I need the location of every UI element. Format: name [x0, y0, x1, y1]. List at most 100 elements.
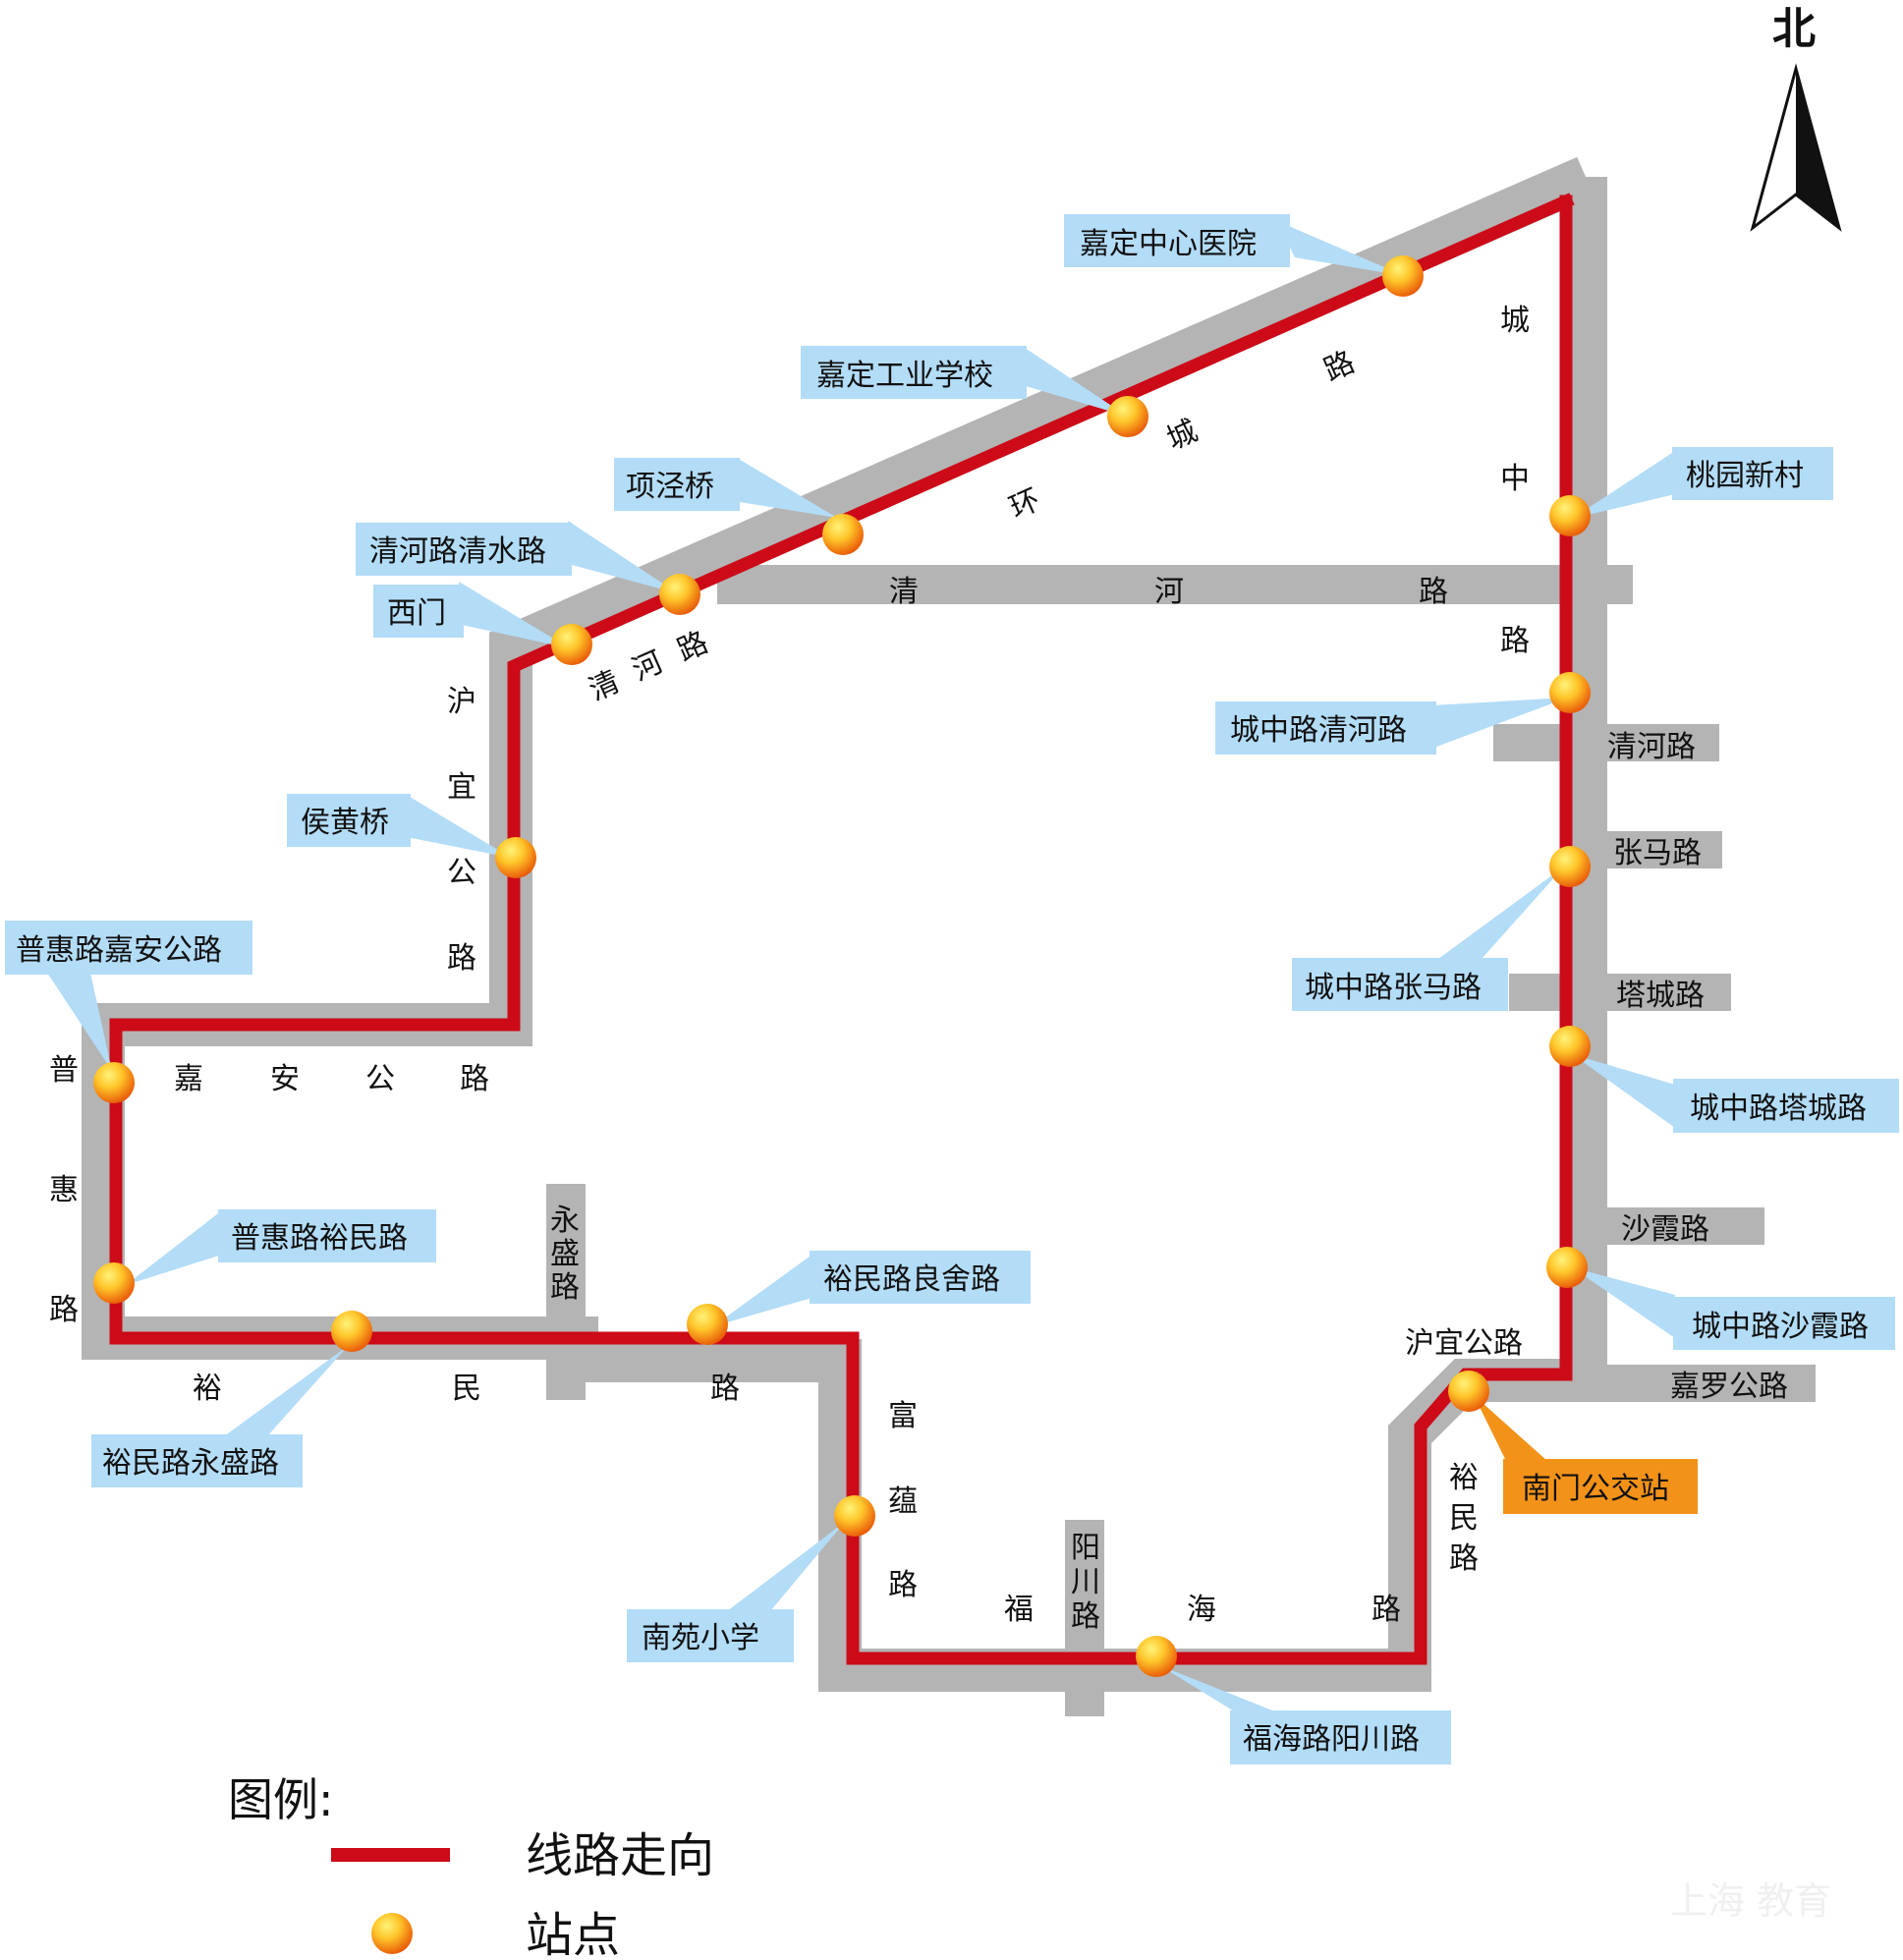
station-label-xiangjingqiao: 项泾桥 — [626, 470, 714, 504]
road-label-char: 中 — [1500, 462, 1530, 496]
road-label-char: 路 — [447, 941, 476, 976]
road-yongshenglu — [546, 1184, 586, 1400]
station-label-ximen: 西门 — [387, 596, 446, 631]
north-arrow-half — [1796, 69, 1839, 228]
station-dot — [1549, 846, 1591, 887]
station-label-box — [1673, 1297, 1895, 1350]
legend-route-label: 线路走向 — [526, 1828, 714, 1883]
legend-stop-label: 站点 — [526, 1908, 620, 1960]
road-label-char: 盛 — [550, 1237, 580, 1271]
station-dot — [495, 837, 536, 878]
station-label-box — [810, 1251, 1031, 1304]
road-label-jialuogonglu: 嘉罗公路 — [1670, 1370, 1788, 1404]
road-label-char: 川 — [1071, 1565, 1100, 1599]
station-label-nanmen-bus-terminal: 南门公交站 — [1522, 1472, 1669, 1506]
callout-tail — [459, 582, 570, 648]
station-label-box — [1673, 1079, 1899, 1133]
station-dot — [1107, 396, 1148, 437]
watermark: 上海 教育 — [1670, 1879, 1831, 1923]
callout-tail — [1438, 867, 1564, 959]
callout-tail — [1572, 1054, 1675, 1128]
station-label-box — [356, 523, 572, 576]
road-label-char: 清 — [889, 575, 919, 609]
road-label-char: 蕴 — [888, 1484, 918, 1519]
road-label-huyigonglu: 沪宜公路 — [1405, 1326, 1523, 1361]
road-label-char: 嘉 — [174, 1062, 203, 1096]
road-label-shaxialu: 沙霞路 — [1621, 1212, 1709, 1247]
station-label-puhuilu-jiaangonglu: 普惠路嘉安公路 — [16, 933, 222, 968]
road-label-tachenglu: 塔城路 — [1616, 979, 1705, 1013]
station-label-box — [373, 585, 464, 638]
road-label-char: 河 — [627, 644, 668, 688]
station-dot — [687, 1304, 728, 1345]
station-dot — [331, 1311, 372, 1352]
station-label-jiading-hospital: 嘉定中心医院 — [1080, 227, 1257, 261]
road-label-char: 路 — [460, 1062, 489, 1096]
road-label-char: 公 — [447, 856, 476, 890]
station-label-box — [1230, 1710, 1451, 1764]
station-label-box — [801, 346, 1027, 399]
station-label-box — [1672, 447, 1833, 500]
road-label-char: 环 — [1005, 482, 1046, 526]
station-dot — [1448, 1371, 1489, 1412]
station-dot — [822, 514, 864, 555]
station-label-box — [218, 1209, 436, 1262]
station-label-box — [614, 458, 740, 511]
station-label-yuminlu-yongshenglu: 裕民路永盛路 — [102, 1446, 279, 1481]
road-label-char: 城 — [1162, 414, 1203, 457]
station-label-box — [287, 794, 411, 847]
station-dot — [834, 1495, 875, 1537]
station-label-chengzhonglu-shaxialu: 城中路沙霞路 — [1692, 1310, 1869, 1344]
callout-tail — [727, 1522, 845, 1611]
north-label: 北 — [1772, 4, 1816, 54]
road-label-char: 裕 — [1449, 1461, 1479, 1495]
station-dot — [1382, 255, 1424, 297]
station-label-qinghelu-qingshuilu: 清河路清水路 — [369, 534, 546, 569]
road-label-char: 路 — [1319, 345, 1361, 388]
road-labels: 环 城 路 城 中 路 清 河 路 清 河 路 沪 宜 公 路 嘉 安 公 路 … — [49, 304, 1788, 1634]
road-label-char: 路 — [1449, 1541, 1479, 1576]
road-label-char: 永 — [550, 1204, 580, 1238]
road-label-char: 宜 — [447, 770, 476, 805]
station-label-box — [91, 1434, 303, 1487]
north-arrow: 北 — [1750, 4, 1842, 232]
station-label-puhuilu-yuminlu: 普惠路裕民路 — [231, 1221, 408, 1256]
road-label-char: 河 — [1154, 575, 1184, 609]
road-label-char: 普 — [49, 1053, 79, 1088]
road-yangchuanlu — [1065, 1520, 1104, 1716]
road-label-char: 海 — [1187, 1593, 1216, 1627]
callout-tail — [405, 794, 511, 858]
station-label-box — [1215, 701, 1436, 755]
station-label-houhuangqiao: 侯黄桥 — [301, 806, 389, 840]
road-label-char: 路 — [49, 1293, 79, 1327]
road-tachenglu — [1509, 974, 1731, 1011]
road-label-char: 阳 — [1071, 1531, 1100, 1565]
station-dot — [1549, 495, 1591, 536]
road-label-char: 路 — [672, 625, 713, 668]
road-label-char: 路 — [888, 1568, 918, 1602]
callout-tail — [224, 1346, 348, 1436]
road-label-char: 路 — [710, 1372, 740, 1406]
road-label-char: 路 — [1419, 575, 1448, 609]
station-dot — [1549, 1026, 1591, 1067]
station-label-jiading-industrial-school: 嘉定工业学校 — [816, 359, 993, 393]
road-main-loop — [82, 156, 1607, 1692]
station-label-fuhailu-yangchuanlu: 福海路阳川路 — [1243, 1722, 1420, 1757]
terminal-label-box — [1503, 1459, 1698, 1514]
road-label-char: 富 — [888, 1399, 918, 1433]
road-label-char: 安 — [270, 1062, 300, 1096]
road-label-char: 裕 — [193, 1372, 222, 1406]
station-dot — [551, 624, 592, 665]
callout-tail — [568, 521, 678, 593]
station-label-taoyuan-xincun: 桃园新村 — [1686, 459, 1804, 493]
station-label-box — [627, 1609, 794, 1662]
road-label-char: 路 — [1371, 1593, 1401, 1627]
road-qinghelu-top — [717, 565, 1633, 604]
station-label-chengzhonglu-zhangmalu: 城中路张马路 — [1305, 971, 1482, 1005]
road-label-qinghelu: 清河路 — [1607, 730, 1696, 764]
road-label-char: 沪 — [447, 685, 476, 719]
road-jialuogonglu — [1592, 1365, 1816, 1402]
road-label-char: 路 — [1071, 1599, 1100, 1634]
station-label-yuminlu-liangshelu: 裕民路良舍路 — [823, 1262, 1000, 1297]
road-label-char: 公 — [365, 1062, 395, 1096]
